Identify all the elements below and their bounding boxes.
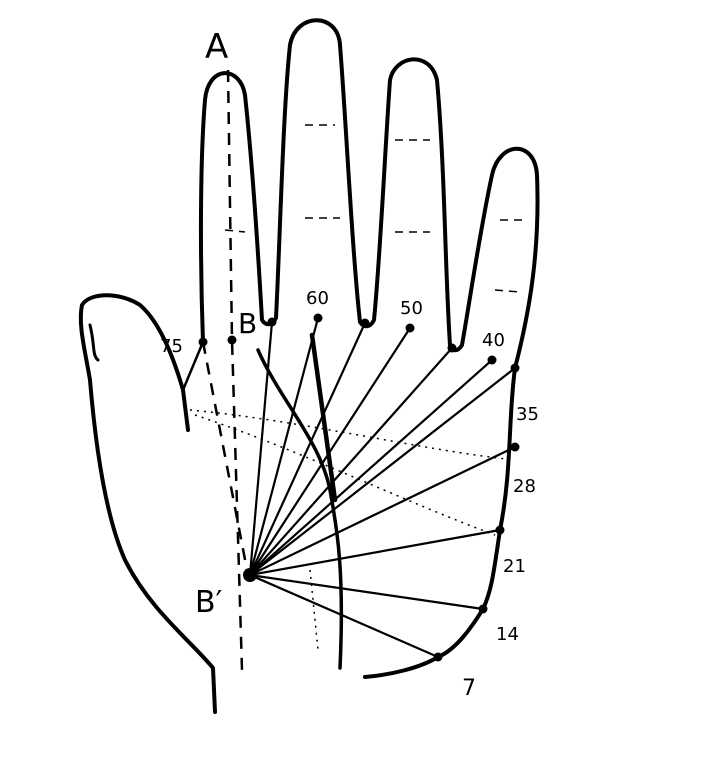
age-ray: [249, 327, 411, 576]
age-label-50: 50: [400, 298, 423, 319]
thumb-web: [181, 340, 205, 392]
thumb-crease: [88, 323, 100, 362]
age-point: [405, 323, 415, 333]
age-label-35: 35: [516, 404, 539, 425]
axis-A-Bprime: [226, 69, 244, 671]
head-line: [309, 332, 338, 503]
age-point: [360, 318, 370, 328]
age-ray: [249, 573, 439, 659]
origin-point-Bprime: [243, 568, 257, 582]
label-B: B: [238, 307, 257, 340]
age-label-14: 14: [496, 624, 519, 645]
age-label-7: 7: [462, 676, 476, 701]
age-point: [433, 652, 443, 662]
age-point: [478, 604, 488, 614]
line-75-Bprime: [201, 341, 250, 576]
age-point: [510, 363, 520, 373]
age-point: [510, 442, 520, 452]
age-ray: [249, 359, 493, 576]
age-point: [487, 355, 497, 365]
age-point: [447, 343, 457, 353]
marker-point: [198, 337, 208, 347]
age-ray: [248, 317, 320, 576]
heart-line: [256, 348, 344, 670]
age-rays: [198, 313, 520, 662]
age-label-21: 21: [503, 556, 526, 577]
label-A: A: [205, 27, 228, 67]
age-ray: [249, 347, 453, 576]
age-ray: [249, 367, 516, 576]
age-point: [313, 313, 323, 323]
age-ray: [249, 446, 516, 576]
age-ray: [248, 321, 274, 576]
dotted-guides: [189, 409, 516, 651]
marker-point: [227, 335, 237, 345]
finger-creases: [224, 124, 525, 293]
age-ray: [249, 573, 484, 611]
label-B-prime: B′: [195, 585, 223, 620]
age-label-60: 60: [306, 288, 329, 309]
age-point: [267, 317, 277, 327]
age-ray: [249, 528, 501, 577]
age-label-40: 40: [482, 330, 505, 351]
age-ray: [248, 322, 367, 576]
age-label-28: 28: [513, 476, 536, 497]
hand-outline: [78, 18, 540, 714]
age-point: [495, 525, 505, 535]
age-label-75: 75: [160, 336, 183, 357]
